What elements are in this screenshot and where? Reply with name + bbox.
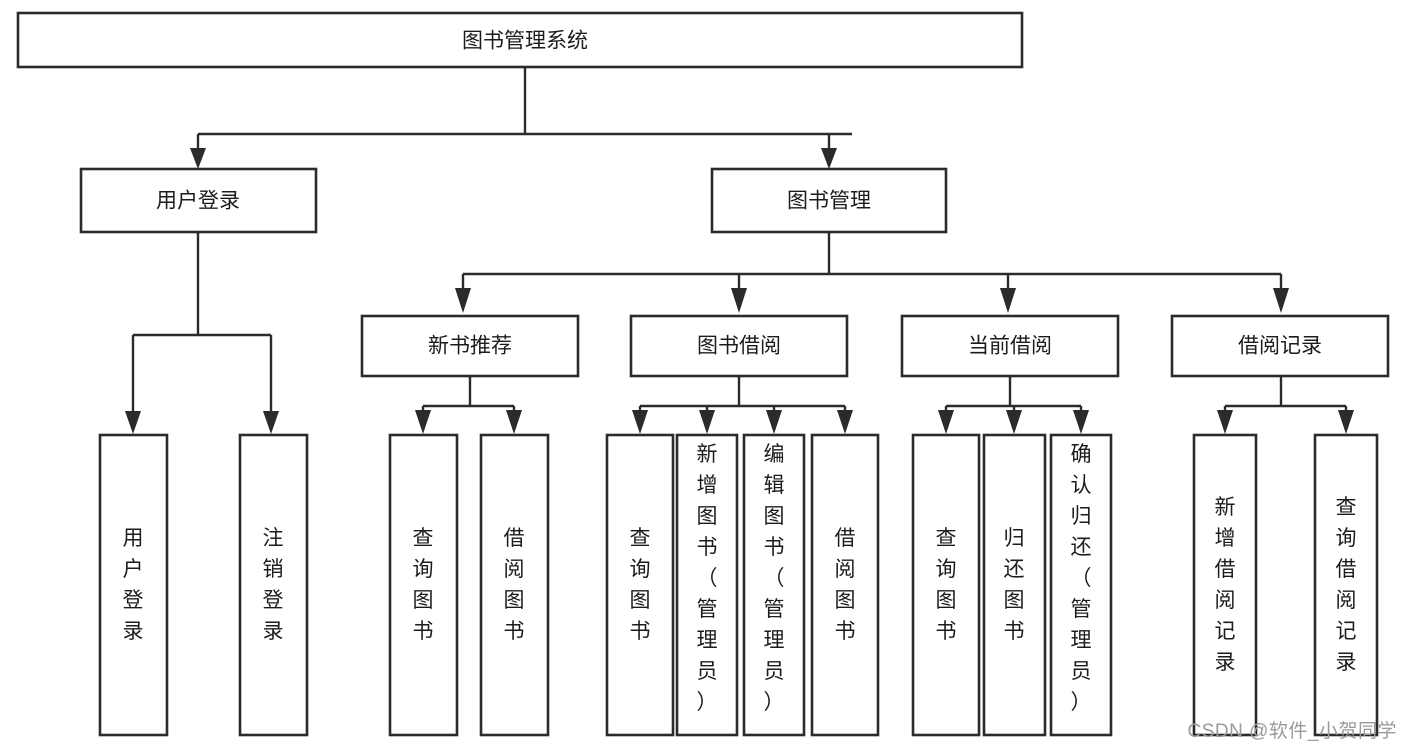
node-new-book-recommend-label: 新书推荐 [428, 335, 512, 358]
node-new-book-recommend[interactable]: 新书推荐 [360, 314, 580, 378]
node-book-borrow[interactable]: 图书借阅 [629, 314, 849, 378]
node-book-management-label: 图书管理 [787, 190, 871, 213]
node-current-borrow-box[interactable] [900, 314, 1120, 378]
node-borrow-record-label: 借阅记录 [1238, 335, 1322, 358]
arrow-head-leaf-borrow-book-1 [506, 410, 522, 434]
node-leaf-return-book[interactable]: 归还图书 [982, 433, 1047, 737]
connector-group-book-borrow [632, 376, 853, 434]
arrow-head-leaf-borrow-book-2 [837, 410, 853, 434]
node-borrow-record-box[interactable] [1170, 314, 1390, 378]
connector-group-user-login [125, 233, 279, 434]
node-leaf-borrow-book-2-label: 借阅图书 [835, 527, 856, 643]
node-leaf-logout-login-box[interactable] [238, 433, 309, 737]
node-leaf-add-book-admin-box[interactable] [675, 433, 739, 737]
node-user-login-box[interactable] [79, 167, 318, 234]
node-leaf-borrow-book-2[interactable]: 借阅图书 [810, 433, 880, 737]
node-root[interactable]: 图书管理系统 [16, 11, 1024, 69]
node-leaf-confirm-return-admin-label: 确认归还（管理员） [1071, 443, 1092, 714]
node-leaf-return-book-label: 归还图书 [1004, 527, 1025, 643]
node-leaf-add-book-admin[interactable]: 新增图书（管理员） [675, 433, 739, 737]
node-leaf-borrow-book-2-box[interactable] [810, 433, 880, 737]
arrow-head-leaf-edit-book-admin [766, 410, 782, 434]
node-leaf-add-borrow-record-box[interactable] [1192, 433, 1258, 737]
connector-group-current-borrow [938, 376, 1089, 434]
node-leaf-edit-book-admin[interactable]: 编辑图书（管理员） [742, 433, 806, 737]
node-leaf-query-book-3-label: 查询图书 [936, 527, 957, 643]
node-leaf-query-book-2-label: 查询图书 [630, 527, 651, 643]
node-leaf-query-book-2[interactable]: 查询图书 [605, 433, 675, 737]
connector-group-new-book-recommend [415, 376, 522, 434]
node-leaf-add-book-admin-label: 新增图书（管理员） [697, 443, 718, 714]
connector-group-root [190, 68, 852, 169]
node-leaf-query-borrow-record-label: 查询借阅记录 [1336, 496, 1357, 674]
node-leaf-borrow-book-1[interactable]: 借阅图书 [479, 433, 550, 737]
node-leaf-query-book-3-box[interactable] [911, 433, 981, 737]
node-new-book-recommend-box[interactable] [360, 314, 580, 378]
arrow-head-current-borrow [1000, 288, 1016, 313]
node-leaf-query-borrow-record[interactable]: 查询借阅记录 [1313, 433, 1379, 737]
node-leaf-return-book-box[interactable] [982, 433, 1047, 737]
arrow-head-leaf-query-book-2 [632, 410, 648, 434]
node-leaf-query-book-1-label: 查询图书 [413, 527, 434, 643]
arrow-head-leaf-logout-login [263, 411, 279, 434]
node-leaf-query-borrow-record-box[interactable] [1313, 433, 1379, 737]
arrow-head-leaf-user-login [125, 411, 141, 434]
arrow-head-leaf-query-book-1 [415, 410, 431, 434]
arrow-head-new-book-recommend [455, 288, 471, 313]
node-book-management-box[interactable] [710, 167, 948, 234]
connector-group-book-management [455, 233, 1289, 313]
node-root-box[interactable] [16, 11, 1024, 69]
node-leaf-query-book-3[interactable]: 查询图书 [911, 433, 981, 737]
watermark-text: CSDN @软件_小贺同学 [1187, 721, 1397, 742]
node-leaf-edit-book-admin-label: 编辑图书（管理员） [764, 443, 785, 714]
node-leaf-borrow-book-1-box[interactable] [479, 433, 550, 737]
node-book-management[interactable]: 图书管理 [710, 167, 948, 234]
node-book-borrow-box[interactable] [629, 314, 849, 378]
node-leaf-confirm-return-admin[interactable]: 确认归还（管理员） [1049, 433, 1113, 737]
node-leaf-add-borrow-record[interactable]: 新增借阅记录 [1192, 433, 1258, 737]
node-borrow-record[interactable]: 借阅记录 [1170, 314, 1390, 378]
arrow-head-leaf-query-borrow-record [1338, 410, 1354, 434]
arrow-head-book-borrow [731, 288, 747, 313]
arrow-head-leaf-confirm-return-admin [1073, 410, 1089, 434]
node-leaf-user-login[interactable]: 用户登录 [98, 433, 169, 737]
node-leaf-borrow-book-1-label: 借阅图书 [504, 527, 525, 643]
node-leaf-confirm-return-admin-box[interactable] [1049, 433, 1113, 737]
node-user-login[interactable]: 用户登录 [79, 167, 318, 234]
node-current-borrow[interactable]: 当前借阅 [900, 314, 1120, 378]
node-leaf-logout-login-label: 注销登录 [263, 527, 284, 643]
arrow-head-leaf-query-book-3 [938, 410, 954, 434]
node-user-login-label: 用户登录 [156, 190, 240, 213]
node-leaf-query-book-1-box[interactable] [388, 433, 459, 737]
node-root-label: 图书管理系统 [462, 30, 588, 53]
node-leaf-user-login-box[interactable] [98, 433, 169, 737]
arrow-head-user-login [190, 148, 206, 169]
node-leaf-edit-book-admin-box[interactable] [742, 433, 806, 737]
arrow-head-leaf-add-borrow-record [1217, 410, 1233, 434]
arrow-head-borrow-record [1273, 288, 1289, 313]
node-leaf-query-book-1[interactable]: 查询图书 [388, 433, 459, 737]
node-leaf-user-login-label: 用户登录 [123, 527, 144, 643]
connector-group-borrow-record [1217, 376, 1354, 434]
arrow-head-leaf-return-book [1006, 410, 1022, 434]
arrow-head-leaf-add-book-admin [699, 410, 715, 434]
node-book-borrow-label: 图书借阅 [697, 335, 781, 358]
node-current-borrow-label: 当前借阅 [968, 335, 1052, 358]
node-leaf-logout-login[interactable]: 注销登录 [238, 433, 309, 737]
node-leaf-query-book-2-box[interactable] [605, 433, 675, 737]
arrow-head-book-management [821, 148, 837, 169]
node-leaf-add-borrow-record-label: 新增借阅记录 [1215, 496, 1236, 674]
